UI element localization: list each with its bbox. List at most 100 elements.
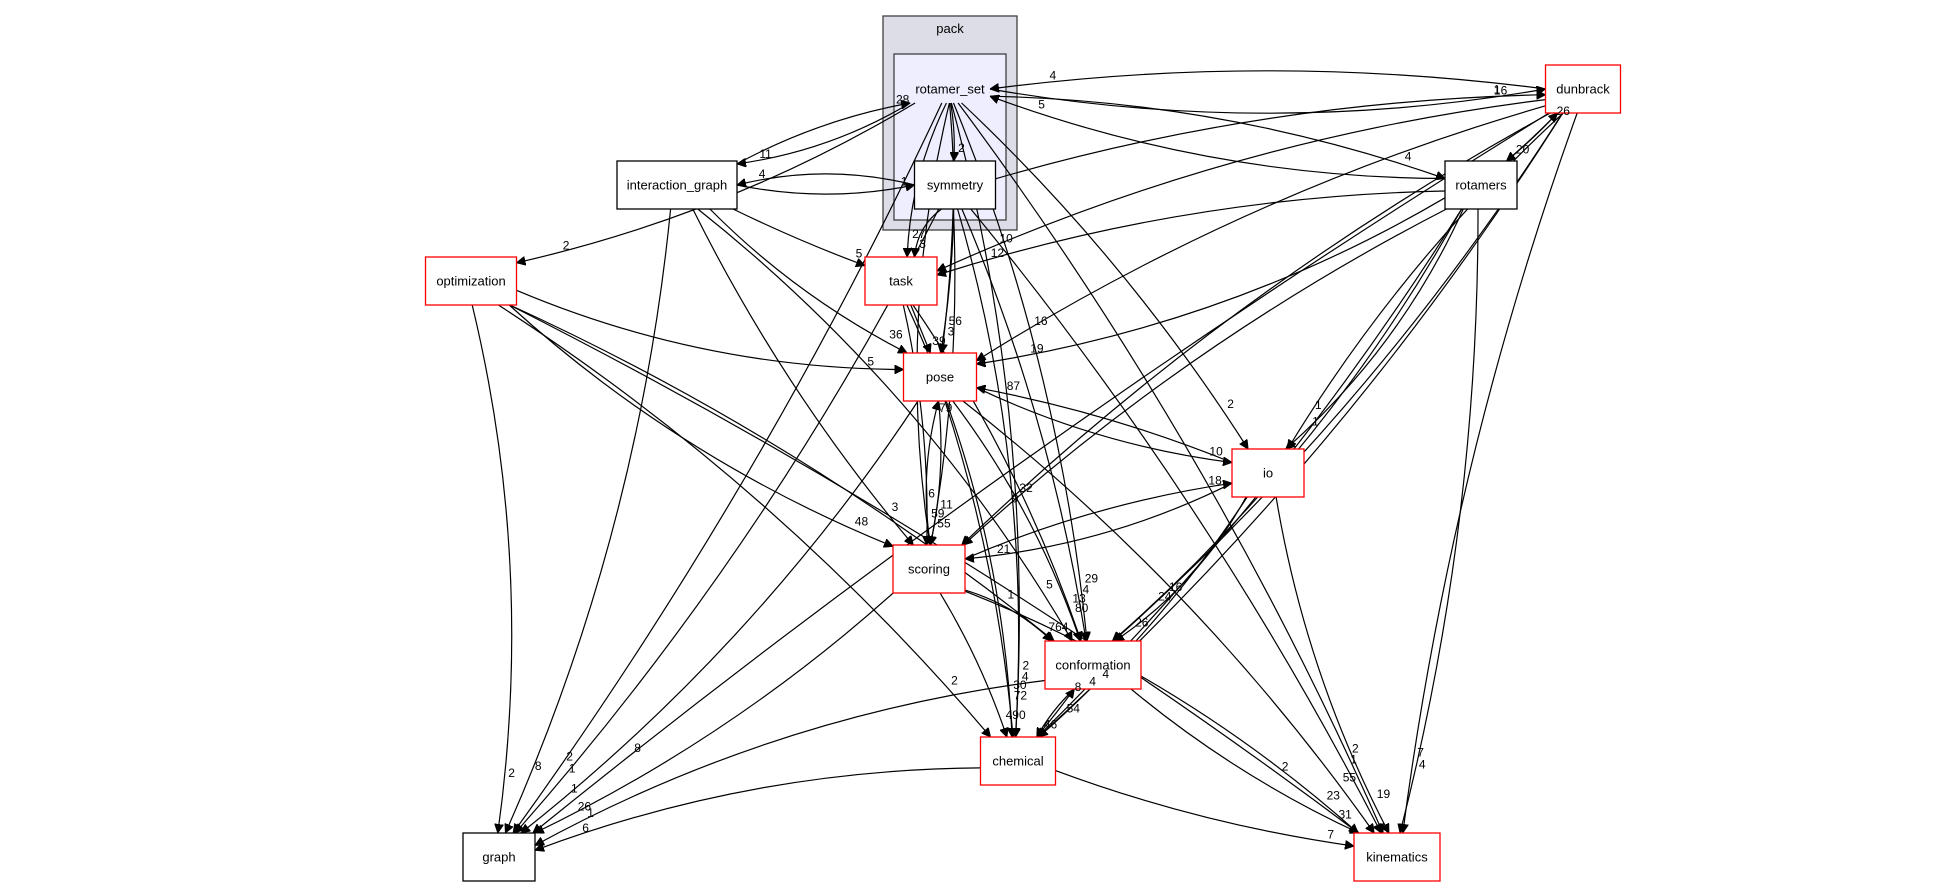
edge-label: 59 bbox=[931, 507, 945, 521]
node-interaction-graph[interactable]: interaction_graph bbox=[616, 160, 738, 210]
node-label: interaction_graph bbox=[627, 178, 727, 193]
node-box bbox=[616, 160, 738, 210]
edge-pose-to-chemical[interactable] bbox=[944, 400, 1013, 737]
edge-conformation-to-kinematics[interactable] bbox=[1130, 688, 1359, 833]
edge-label: 2 bbox=[1352, 742, 1359, 756]
edge-scoring-to-kinematics[interactable] bbox=[964, 590, 1358, 833]
node-conformation[interactable]: conformation bbox=[1044, 640, 1142, 690]
edge-rotamer-set-to-io[interactable] bbox=[961, 102, 1249, 449]
edge-dunbrack-to-io[interactable] bbox=[1288, 112, 1564, 449]
edge-task-to-pose[interactable] bbox=[910, 304, 931, 353]
edge-label: 32 bbox=[1019, 481, 1033, 495]
edge-label: 19 bbox=[1377, 787, 1391, 801]
node-box bbox=[979, 736, 1057, 786]
cluster-pack-label: pack bbox=[936, 21, 964, 36]
node-optimization[interactable]: optimization bbox=[424, 256, 518, 306]
node-rotamer-set[interactable]: rotamer_set bbox=[915, 82, 985, 97]
edge-optimization-to-pose[interactable] bbox=[516, 289, 904, 369]
edge-chemical-to-kinematics[interactable] bbox=[1055, 769, 1355, 847]
node-label: task bbox=[889, 274, 913, 289]
node-kinematics[interactable]: kinematics bbox=[1353, 832, 1441, 882]
node-pose[interactable]: pose bbox=[902, 352, 978, 402]
edge-interaction-graph-to-conformation[interactable] bbox=[697, 208, 1073, 641]
edge-optimization-to-chemical[interactable] bbox=[498, 304, 990, 737]
edge-symmetry-to-kinematics[interactable] bbox=[970, 208, 1382, 833]
edge-interaction-graph-to-task[interactable] bbox=[732, 208, 865, 266]
node-dunbrack[interactable]: dunbrack bbox=[1544, 64, 1622, 114]
edge-rotamers-to-pose[interactable] bbox=[977, 197, 1446, 364]
edge-label: 27 bbox=[912, 227, 926, 241]
edge-io-to-scoring[interactable] bbox=[965, 482, 1233, 559]
edge-rotamers-to-task[interactable] bbox=[937, 190, 1446, 275]
edge-conformation-to-graph[interactable] bbox=[535, 679, 1046, 846]
edge-interaction-graph-to-graph[interactable] bbox=[505, 208, 672, 833]
edge-scoring-to-io[interactable] bbox=[964, 483, 1232, 560]
edge-io-to-kinematics[interactable] bbox=[1275, 496, 1390, 833]
edge-label: 5 bbox=[1046, 578, 1053, 592]
node-scoring[interactable]: scoring bbox=[892, 544, 966, 594]
edge-rotamers-to-conformation[interactable] bbox=[1112, 208, 1463, 641]
edge-rotamer-set-to-pose[interactable] bbox=[941, 102, 955, 353]
edge-rotamer-set-to-kinematics[interactable] bbox=[957, 102, 1383, 833]
node-label: symmetry bbox=[927, 178, 984, 193]
edge-symmetry-to-conformation[interactable] bbox=[961, 208, 1086, 641]
node-box bbox=[1544, 64, 1622, 114]
edge-task-to-scoring[interactable] bbox=[902, 304, 927, 545]
edge-rotamer-set-to-rotamers[interactable] bbox=[989, 95, 1445, 178]
edge-rotamers-to-scoring[interactable] bbox=[964, 208, 1447, 545]
edge-rotamers-to-io[interactable] bbox=[1286, 208, 1464, 449]
edge-scoring-to-graph[interactable] bbox=[535, 592, 894, 833]
node-label: dunbrack bbox=[1556, 82, 1610, 97]
edge-optimization-to-scoring[interactable] bbox=[508, 304, 893, 546]
edge-label: 7 bbox=[1417, 745, 1424, 759]
edge-io-to-pose[interactable] bbox=[977, 388, 1233, 464]
edge-scoring-to-chemical[interactable] bbox=[939, 592, 1007, 737]
edge-label: 21 bbox=[997, 542, 1011, 556]
edge-optimization-to-conformation[interactable] bbox=[509, 304, 1054, 641]
edge-interaction-graph-to-pose[interactable] bbox=[709, 208, 907, 354]
node-box bbox=[1444, 160, 1518, 210]
edge-label: 10 bbox=[1209, 445, 1223, 459]
edge-chemical-to-graph[interactable] bbox=[535, 767, 981, 850]
node-io[interactable]: io bbox=[1231, 448, 1305, 498]
node-graph[interactable]: graph bbox=[462, 832, 536, 882]
edge-rotamer-set-to-interaction-graph[interactable] bbox=[737, 102, 911, 164]
edge-label: 4 bbox=[1089, 675, 1096, 689]
edge-label: 26 bbox=[578, 800, 592, 814]
edge-scoring-to-pose[interactable] bbox=[925, 401, 938, 546]
edge-label: 39 bbox=[932, 334, 946, 348]
edge-rotamer-set-to-dunbrack[interactable] bbox=[989, 89, 1546, 114]
edge-pose-to-graph[interactable] bbox=[521, 400, 919, 833]
edge-pose-to-kinematics[interactable] bbox=[962, 400, 1374, 833]
edge-rotamer-set-to-graph[interactable] bbox=[513, 102, 943, 833]
edge-interaction-graph-to-symmetry[interactable] bbox=[736, 185, 915, 195]
edge-pose-to-conformation[interactable] bbox=[952, 400, 1081, 641]
edge-dunbrack-to-task[interactable] bbox=[937, 99, 1546, 271]
edge-label: 1 bbox=[1350, 753, 1357, 767]
node-rotamers[interactable]: rotamers bbox=[1444, 160, 1518, 210]
node-symmetry[interactable]: symmetry bbox=[913, 160, 997, 210]
edge-optimization-to-graph[interactable] bbox=[471, 304, 513, 833]
edge-label: 54 bbox=[1067, 702, 1081, 716]
edge-rotamers-to-rotamer-set[interactable] bbox=[990, 96, 1446, 180]
edge-interaction-graph-to-rotamer-set[interactable] bbox=[736, 103, 910, 165]
edge-label: 16 bbox=[1169, 580, 1183, 594]
edge-rotamers-to-dunbrack[interactable] bbox=[1506, 113, 1558, 162]
node-box bbox=[864, 256, 938, 306]
node-task[interactable]: task bbox=[864, 256, 938, 306]
edge-symmetry-to-interaction-graph[interactable] bbox=[737, 173, 915, 185]
edge-dunbrack-to-pose[interactable] bbox=[977, 105, 1546, 361]
node-box bbox=[462, 832, 536, 882]
edge-dunbrack-to-rotamer-set[interactable] bbox=[990, 70, 1546, 89]
edge-interaction-graph-to-scoring[interactable] bbox=[692, 208, 914, 545]
edge-rotamers-to-kinematics[interactable] bbox=[1400, 208, 1479, 833]
edge-dunbrack-to-graph[interactable] bbox=[533, 112, 1550, 833]
edge-dunbrack-to-kinematics[interactable] bbox=[1403, 112, 1578, 833]
node-label: chemical bbox=[992, 754, 1043, 769]
edge-symmetry-to-dunbrack[interactable] bbox=[995, 95, 1546, 180]
node-chemical[interactable]: chemical bbox=[979, 736, 1057, 786]
edge-label: 1 bbox=[569, 762, 576, 776]
edge-label: 4 bbox=[1405, 150, 1412, 164]
edge-rotamer-set-to-symmetry[interactable] bbox=[951, 102, 955, 161]
edge-pose-to-io[interactable] bbox=[976, 387, 1233, 463]
